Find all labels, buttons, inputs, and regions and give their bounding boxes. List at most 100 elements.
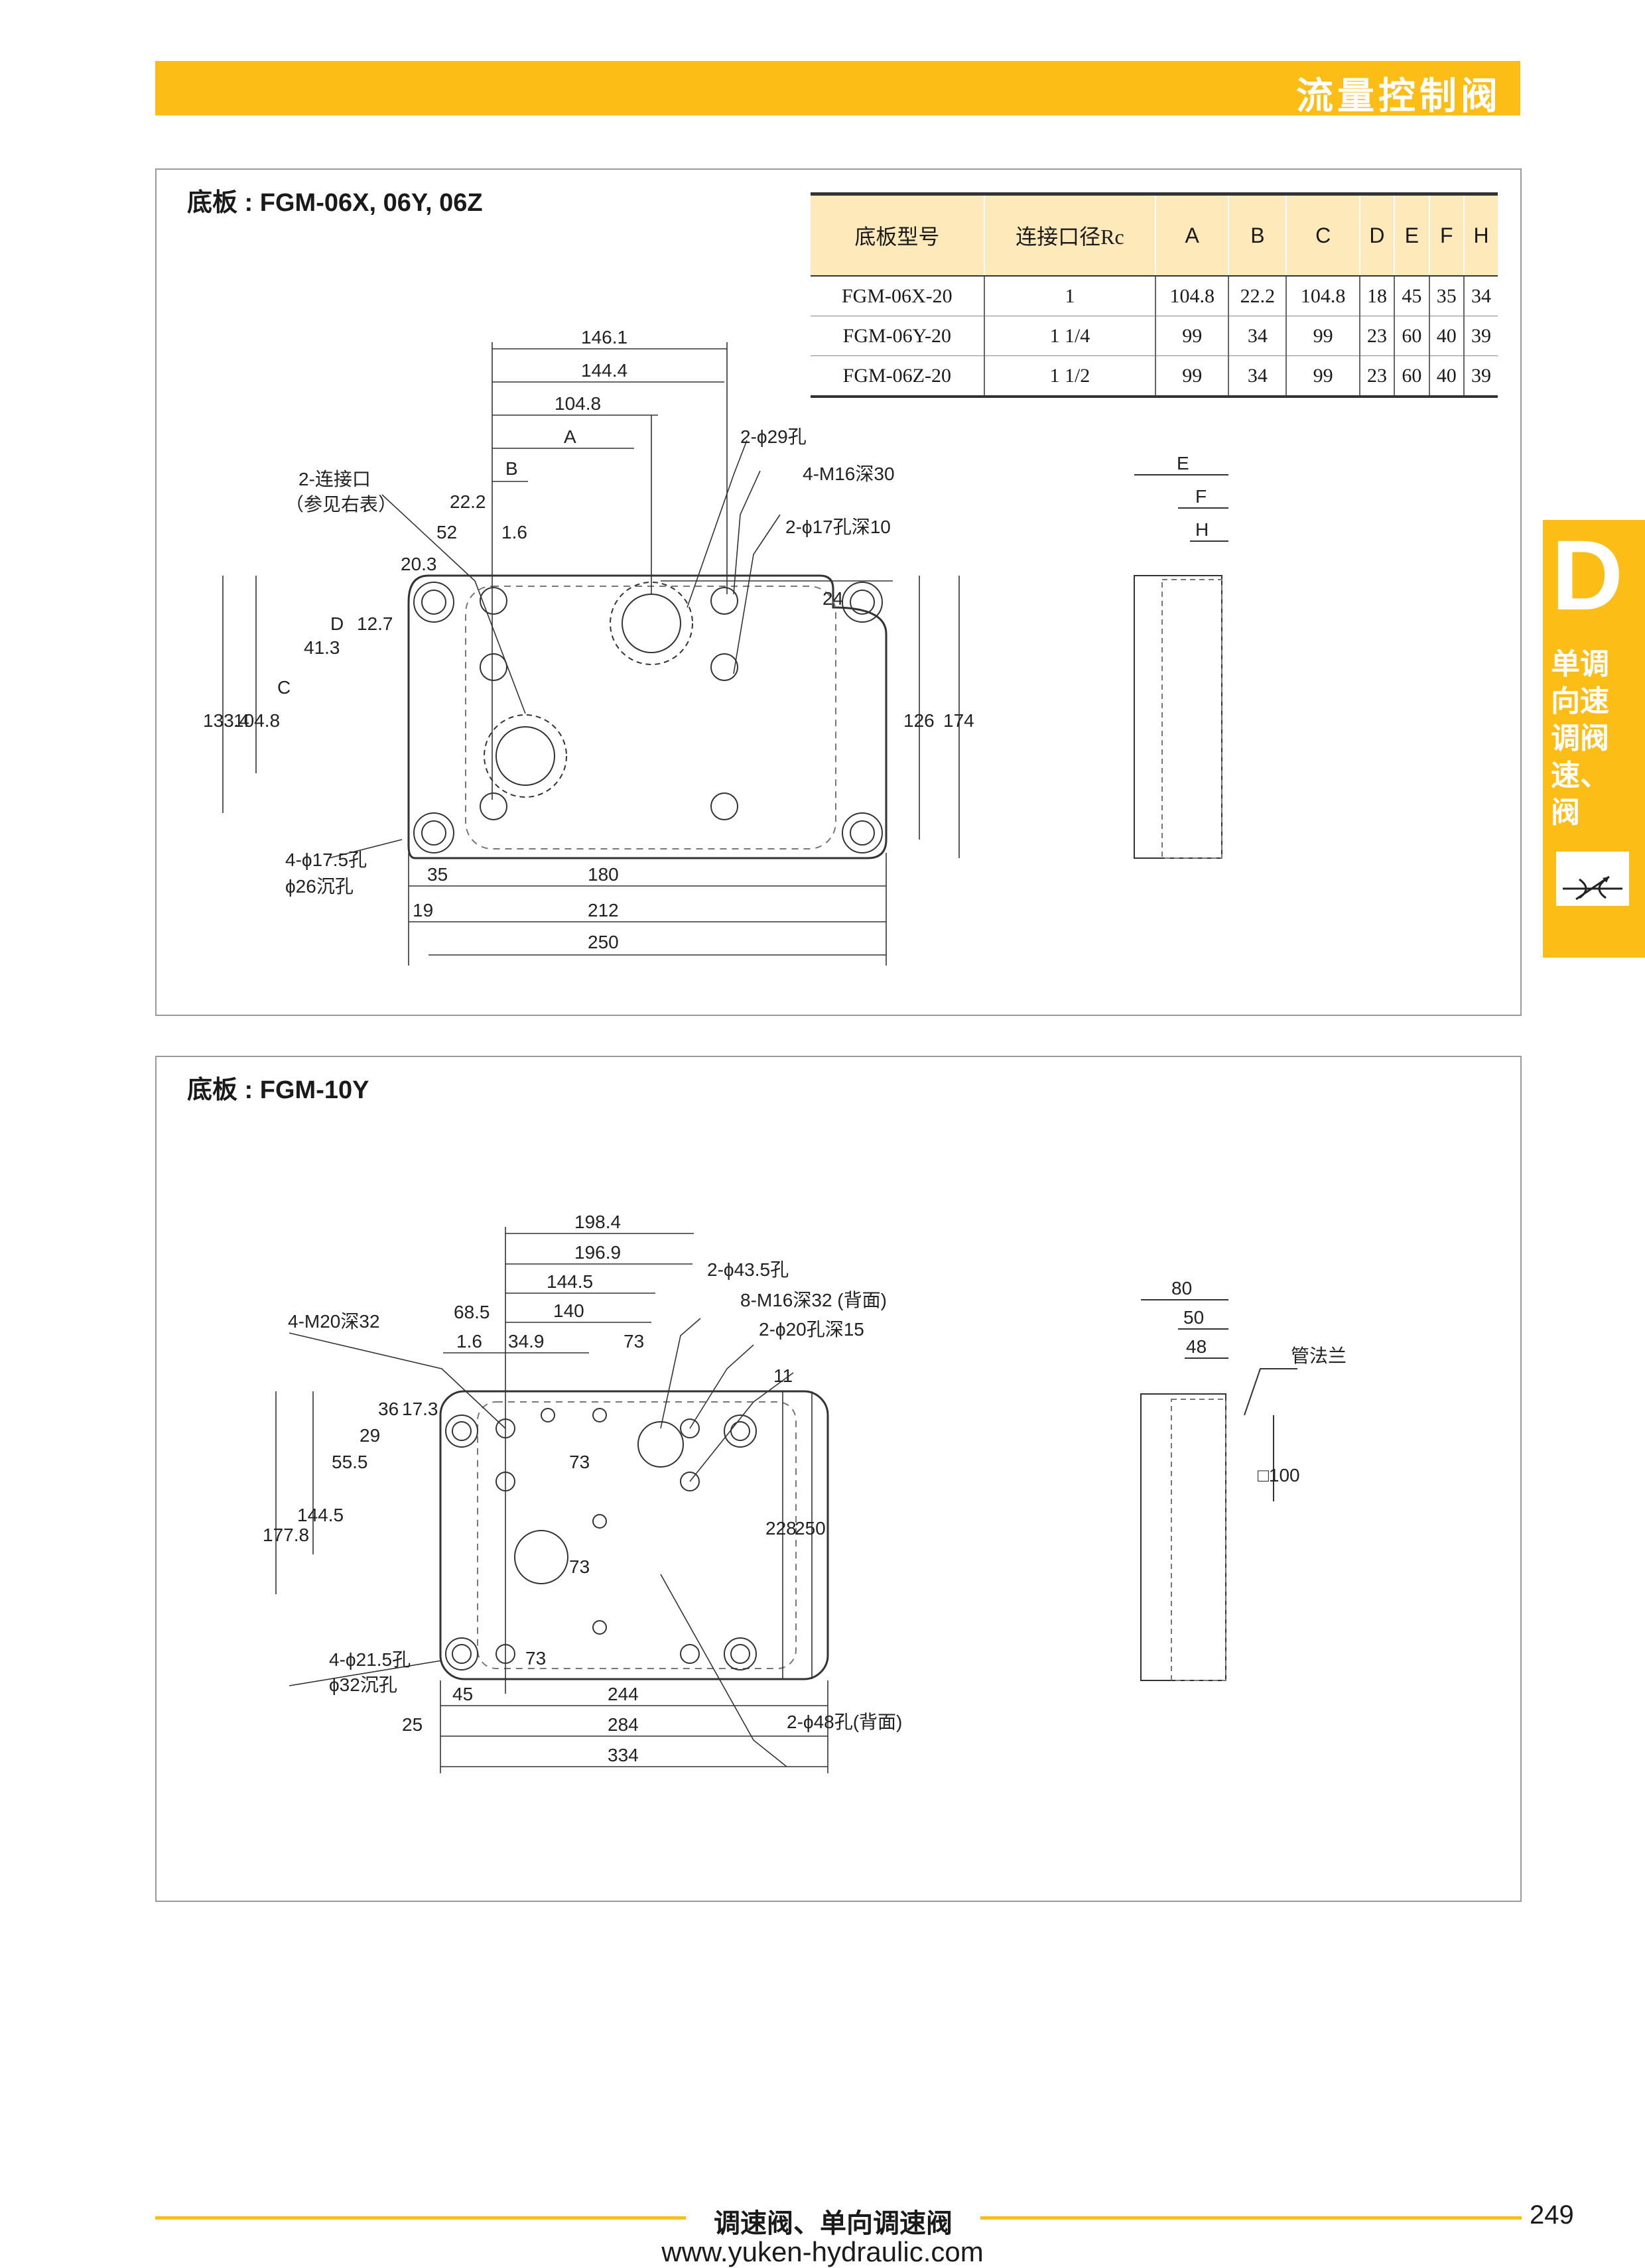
hole-note: 2-ϕ48孔(背面) xyxy=(787,1712,902,1732)
dim-label: 11 xyxy=(773,1365,793,1386)
table-cell: 1 1/4 xyxy=(983,316,1156,356)
side-label-line: 向速 xyxy=(1551,685,1609,718)
table-cell: 23 xyxy=(1358,316,1395,356)
table-cell: 99 xyxy=(1155,355,1229,398)
table-cell: 40 xyxy=(1428,355,1465,398)
dim-label: 146.1 xyxy=(581,327,627,347)
section-side-tab: D 单调 向速 调阀 速、 阀 xyxy=(1543,520,1645,958)
dim-label: 52 xyxy=(436,522,457,542)
hole-note: 8-M16深32 (背面) xyxy=(740,1290,887,1310)
table-header: 连接口径Rc xyxy=(983,192,1156,277)
dim-label: 212 xyxy=(588,900,619,920)
table-cell: 34 xyxy=(1463,276,1498,316)
dim-label: 144.4 xyxy=(581,360,627,381)
table-header: H xyxy=(1463,192,1498,277)
table-cell: 35 xyxy=(1428,276,1465,316)
table-header: B xyxy=(1228,192,1287,277)
baseplate-fgm-06-panel: 底板 : FGM-06X, 06Y, 06Z 底板型号 连接口径Rc A B C… xyxy=(155,168,1522,1016)
dim-label: 29 xyxy=(360,1425,380,1446)
table-cell: 23 xyxy=(1358,355,1395,398)
dim-label: 73 xyxy=(624,1331,644,1352)
footer-rule xyxy=(155,2216,686,2220)
section-letter: D xyxy=(1551,519,1624,631)
dim-label: 73 xyxy=(569,1556,590,1577)
dim-label: 80 xyxy=(1171,1278,1192,1298)
port-note: 2-连接口 xyxy=(298,469,371,489)
table-row: FGM-06X-20 1 104.8 22.2 104.8 18 45 35 3… xyxy=(811,276,1498,316)
dim-label: 177.8 xyxy=(263,1525,309,1545)
footer-title: 调速阀、单向调速阀 xyxy=(714,2209,953,2238)
table-cell: 34 xyxy=(1228,355,1287,398)
side-label-line: 速、 xyxy=(1551,759,1609,792)
hole-note: 4-M20深32 xyxy=(288,1311,380,1332)
hole-note: 2-ϕ17孔深10 xyxy=(785,517,891,537)
table-cell: FGM-06Z-20 xyxy=(811,355,984,398)
dim-label: 174 xyxy=(943,710,974,731)
table-header: C xyxy=(1285,192,1360,277)
footer-rule xyxy=(980,2216,1522,2220)
table-header: F xyxy=(1428,192,1465,277)
table-cell: 39 xyxy=(1463,355,1498,398)
dim-label: 24 xyxy=(822,588,843,609)
dim-label: A xyxy=(564,426,576,447)
dim-label: 55.5 xyxy=(332,1452,368,1472)
dim-label: F xyxy=(1195,486,1207,507)
dim-label: 250 xyxy=(588,932,619,952)
dim-label: E xyxy=(1177,453,1189,473)
dim-label: 22.2 xyxy=(450,491,486,512)
table-header: D xyxy=(1358,192,1395,277)
dim-label: 144.5 xyxy=(297,1505,344,1525)
dim-label: 36 xyxy=(378,1399,399,1419)
dim-label: 140 xyxy=(553,1300,584,1321)
table-cell: 40 xyxy=(1428,316,1465,356)
dim-label: 126 xyxy=(903,710,935,731)
dim-label: D xyxy=(330,613,344,634)
header-bar: 流量控制阀 xyxy=(155,61,1520,117)
dim-label: 180 xyxy=(588,864,619,885)
dim-label: 19 xyxy=(413,900,433,920)
dim-label: 228 xyxy=(765,1518,797,1539)
table-cell: 18 xyxy=(1358,276,1395,316)
dim-label: 50 xyxy=(1183,1307,1204,1328)
hole-note: 2-ϕ43.5孔 xyxy=(707,1259,789,1280)
table-cell: FGM-06X-20 xyxy=(811,276,984,316)
dim-label: □100 xyxy=(1258,1465,1300,1485)
baseplate-fgm-06-drawing: 146.1 144.4 104.8 A B 22.2 52 1.6 20.3 2… xyxy=(203,327,1228,966)
table-header: A xyxy=(1155,192,1229,277)
table-cell: 104.8 xyxy=(1285,276,1360,316)
dim-label: 198.4 xyxy=(574,1212,621,1232)
dim-label: 1.6 xyxy=(501,522,527,542)
table-header: 底板型号 xyxy=(811,192,984,277)
hole-note: 4-ϕ17.5孔 xyxy=(285,850,367,870)
table-header: E xyxy=(1394,192,1429,277)
table-row: FGM-06Y-20 1 1/4 99 34 99 23 60 40 39 xyxy=(811,316,1498,356)
dim-label: 17.3 xyxy=(402,1399,438,1419)
dim-label: 48 xyxy=(1186,1336,1207,1357)
section-side-label: 单调 向速 调阀 速、 阀 xyxy=(1551,646,1630,832)
dim-label: 284 xyxy=(608,1714,639,1735)
table-cell: 99 xyxy=(1285,355,1360,398)
flow-valve-symbol-icon xyxy=(1556,851,1629,906)
table-cell: 1 1/2 xyxy=(983,355,1156,398)
table-cell: 39 xyxy=(1463,316,1498,356)
port-note: （参见右表） xyxy=(285,494,397,515)
dim-label: 35 xyxy=(427,864,448,885)
section-title: 底板 : FGM-06X, 06Y, 06Z xyxy=(187,189,483,217)
side-label-line: 阀 xyxy=(1551,796,1580,829)
dim-label: 73 xyxy=(525,1648,546,1669)
table-cell: 104.8 xyxy=(1155,276,1229,316)
flange-label: 管法兰 xyxy=(1291,1346,1347,1366)
dim-label: 250 xyxy=(795,1518,826,1539)
baseplate-fgm-10y-panel: 底板 : FGM-10Y xyxy=(155,1056,1522,1902)
table-cell: 1 xyxy=(983,276,1156,316)
table-row: FGM-06Z-20 1 1/2 99 34 99 23 60 40 39 xyxy=(811,355,1498,398)
table-cell: 60 xyxy=(1394,355,1429,398)
dim-label: H xyxy=(1195,519,1209,540)
dim-label: 34.9 xyxy=(508,1331,545,1352)
dim-label: B xyxy=(505,458,518,479)
dim-label: 133.4 xyxy=(203,710,249,731)
table-cell: 34 xyxy=(1228,316,1287,356)
table-cell: 45 xyxy=(1394,276,1429,316)
dim-label: 20.3 xyxy=(401,554,437,574)
dim-label: 25 xyxy=(402,1714,423,1735)
